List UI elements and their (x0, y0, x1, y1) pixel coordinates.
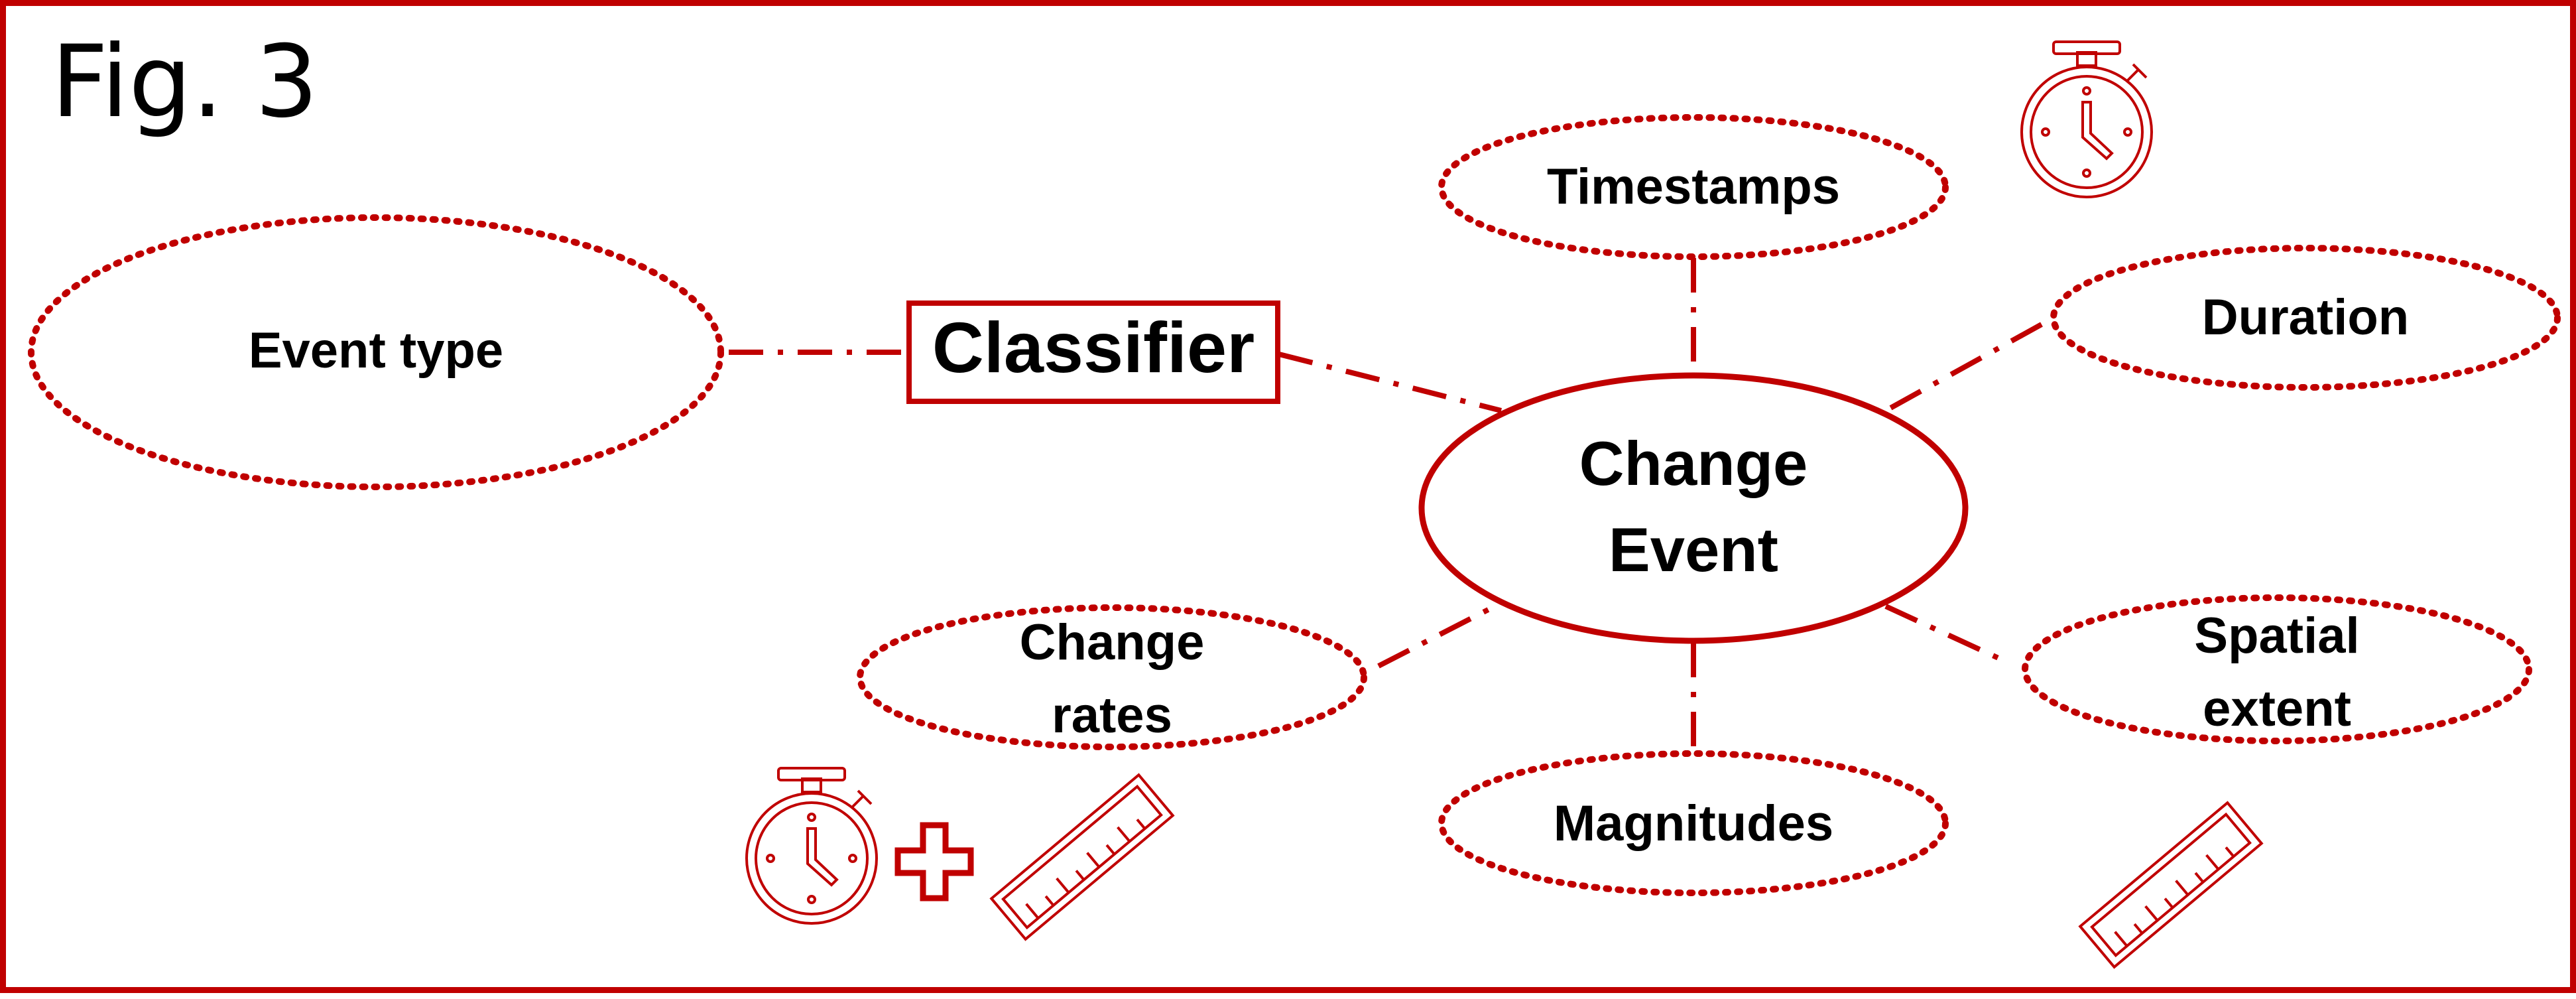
node-spatial-extent-label-2: extent (2203, 681, 2351, 737)
node-event-type: Event type (28, 214, 724, 490)
node-timestamps-label: Timestamps (1547, 159, 1840, 215)
center-line2: Event (1609, 515, 1778, 584)
stopwatch-icon (2020, 40, 2153, 198)
center-line1: Change (1579, 429, 1808, 498)
plus-icon (894, 822, 974, 901)
classifier-box: Classifier (906, 300, 1280, 404)
connector-change-rates-center (1377, 600, 1503, 669)
ruler-icon-change-rates (989, 773, 1175, 941)
node-change-event: Change Event (1418, 372, 1969, 644)
node-spatial-extent: Spatial extent (2022, 594, 2532, 744)
connectors (729, 258, 2043, 752)
connector-spatial-extent-center (1884, 604, 2010, 665)
node-event-type-label: Event type (249, 322, 503, 379)
node-change-rates: Change rates (857, 604, 1367, 750)
node-duration-label: Duration (2202, 289, 2409, 346)
figure-label: Fig. 3 (51, 25, 319, 140)
node-magnitudes-label: Magnitudes (1554, 795, 1833, 852)
change-event-diagram: Event type Classifier Timestamps Duratio… (28, 40, 2561, 969)
node-magnitudes: Magnitudes (1438, 750, 1949, 896)
node-change-rates-label-1: Change (1020, 614, 1205, 671)
node-change-rates-label-2: rates (1052, 687, 1172, 744)
node-timestamps: Timestamps (1438, 114, 1949, 260)
node-spatial-extent-label-1: Spatial (2194, 608, 2359, 664)
classifier-label: Classifier (932, 307, 1255, 387)
connector-duration-center (1884, 322, 2043, 413)
connector-classifier-center (1278, 352, 1502, 413)
stopwatch-icon-change-rates (745, 767, 878, 925)
ruler-icon-spatial-extent (2078, 801, 2264, 969)
node-duration: Duration (2050, 245, 2561, 391)
